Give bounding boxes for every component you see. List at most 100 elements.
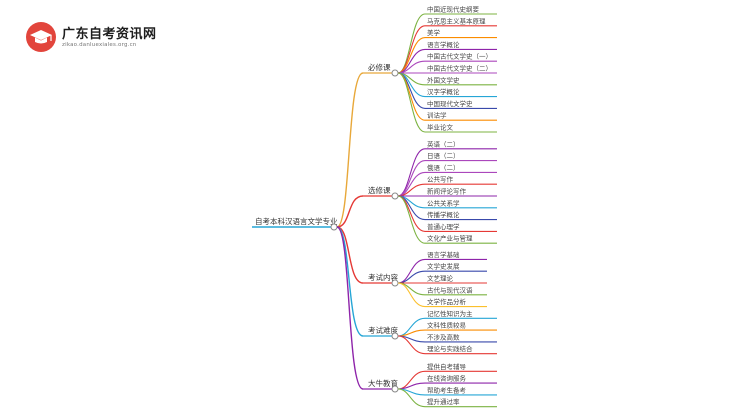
leaf-connector [397, 160, 426, 197]
leaf-node[interactable]: 新闻评论写作 [425, 187, 497, 197]
leaf-node[interactable]: 中国古代文学史（一） [425, 52, 497, 62]
leaf-connector [397, 270, 426, 284]
leaf-label: 语言学基础 [427, 250, 460, 259]
leaf-node[interactable]: 文化产业与管理 [425, 234, 497, 244]
leaf-node[interactable]: 语言学基础 [425, 250, 487, 260]
branch-connector [336, 195, 364, 228]
leaf-connector [397, 282, 426, 308]
leaf-label: 训诂学 [427, 111, 447, 120]
leaf-label: 马克思主义基本原理 [427, 16, 486, 25]
leaf-node[interactable]: 马克思主义基本原理 [425, 16, 497, 27]
leaf-node[interactable]: 日语（二） [425, 151, 497, 162]
branch-node[interactable]: 考试难度 [363, 325, 399, 340]
leaf-label: 汉字学概论 [427, 87, 460, 96]
leaf-node[interactable]: 公共写作 [425, 175, 497, 185]
leaf-node[interactable]: 文学史发展 [425, 262, 487, 272]
leaf-label: 美学 [427, 28, 441, 37]
branch-label: 考试难度 [368, 325, 398, 335]
branch-node[interactable]: 必修课 [363, 62, 399, 77]
leaf-node[interactable]: 公共关系学 [425, 198, 497, 209]
branch-node[interactable]: 大牛教育 [363, 378, 399, 393]
leaf-label: 提升通过率 [427, 397, 460, 406]
leaf-node[interactable]: 汉字学概论 [425, 87, 497, 98]
branch-node[interactable]: 选修课 [363, 185, 399, 200]
branch-label: 必修课 [368, 62, 391, 72]
leaf-label: 日语（二） [427, 151, 460, 160]
leaf-label: 英语（二） [427, 139, 460, 148]
leaf-connector [397, 335, 426, 355]
leaf-label: 俄语（二） [427, 163, 460, 172]
leaf-connector [397, 317, 426, 337]
leaf-node[interactable]: 俄语（二） [425, 163, 497, 173]
leaf-node[interactable]: 记忆性知识为主 [425, 309, 497, 319]
leaf-label: 中国近现代史纲要 [427, 5, 480, 14]
leaf-node[interactable]: 理论与实践结合 [425, 344, 497, 355]
leaf-node[interactable]: 帮助考生备考 [425, 385, 497, 396]
leaf-label: 中国古代文学史（二） [427, 64, 492, 73]
leaf-label: 文学作品分析 [427, 297, 467, 306]
leaf-label: 帮助考生备考 [427, 385, 467, 394]
root-node-label: 自考本科汉语言文学专业 [255, 216, 338, 226]
branch-connector [336, 72, 364, 228]
leaf-label: 公共写作 [427, 175, 454, 184]
leaf-node[interactable]: 提供自考辅导 [425, 362, 497, 372]
leaf-label: 理论与实践结合 [427, 344, 473, 353]
leaf-label: 文学史发展 [427, 262, 460, 271]
leaf-node[interactable]: 普通心理学 [425, 222, 497, 232]
leaf-node[interactable]: 传播学概论 [425, 210, 497, 221]
site-title: 广东自考资讯网 [62, 27, 157, 42]
leaf-connector [397, 195, 426, 244]
leaf-label: 不涉及高数 [427, 332, 460, 341]
leaf-node[interactable]: 英语（二） [425, 139, 497, 150]
branch-label: 考试内容 [368, 272, 398, 282]
leaf-node[interactable]: 提升通过率 [425, 397, 497, 408]
leaf-node[interactable]: 语言学概论 [425, 40, 497, 50]
leaf-label: 在线咨询服务 [427, 374, 467, 383]
branch-connector-dot [391, 385, 399, 393]
leaf-node[interactable]: 中国现代文学史 [425, 99, 497, 109]
branch-connector-dot [391, 279, 399, 287]
leaf-node[interactable]: 中国近现代史纲要 [425, 5, 497, 15]
leaf-label: 公共关系学 [427, 198, 460, 207]
branch-connector-dot [391, 192, 399, 200]
leaf-node[interactable]: 训诂学 [425, 111, 497, 121]
leaf-connector [397, 370, 426, 390]
leaf-node[interactable]: 文科性质较易 [425, 321, 497, 331]
leaf-label: 中国现代文学史 [427, 99, 473, 108]
leaf-connector [397, 388, 426, 408]
leaf-connector [397, 72, 426, 109]
leaf-node[interactable]: 古代与现代汉语 [425, 285, 487, 296]
leaf-node[interactable]: 外国文学史 [425, 75, 497, 86]
leaf-connector [397, 13, 426, 74]
leaf-label: 记忆性知识为主 [427, 309, 473, 318]
leaf-label: 新闻评论写作 [427, 187, 467, 196]
leaf-label: 中国古代文学史（一） [427, 52, 492, 61]
branch-label: 大牛教育 [368, 378, 398, 388]
leaf-node[interactable]: 美学 [425, 28, 497, 39]
branch-connector-dot [391, 69, 399, 77]
leaf-label: 古代与现代汉语 [427, 285, 473, 294]
leaf-label: 文艺理论 [427, 274, 454, 283]
leaf-node[interactable]: 毕业论文 [425, 123, 497, 133]
leaf-connector [397, 37, 426, 74]
leaf-label: 外国文学史 [427, 75, 460, 84]
leaf-node[interactable]: 文学作品分析 [425, 297, 487, 308]
leaf-node[interactable]: 文艺理论 [425, 274, 487, 284]
leaf-node[interactable]: 中国古代文学史（二） [425, 64, 497, 74]
leaf-node[interactable]: 在线咨询服务 [425, 374, 497, 384]
leaf-label: 语言学概论 [427, 40, 460, 49]
site-logo[interactable]: 广东自考资讯网 zikao.danluexiales.org.cn [26, 22, 156, 54]
leaf-node[interactable]: 不涉及高数 [425, 332, 497, 343]
root-connector-dot [330, 223, 338, 231]
root-node[interactable]: 自考本科汉语言文学专业 [252, 216, 338, 231]
leaf-label: 提供自考辅导 [427, 362, 467, 371]
branch-label: 选修课 [368, 185, 391, 195]
leaf-label: 毕业论文 [427, 123, 454, 132]
leaf-connector [397, 282, 426, 296]
leaf-label: 文化产业与管理 [427, 234, 473, 243]
leaf-label: 文科性质较易 [427, 321, 466, 330]
branch-connector-dot [391, 332, 399, 340]
branch-connector [336, 226, 364, 284]
branch-node[interactable]: 考试内容 [363, 272, 399, 287]
